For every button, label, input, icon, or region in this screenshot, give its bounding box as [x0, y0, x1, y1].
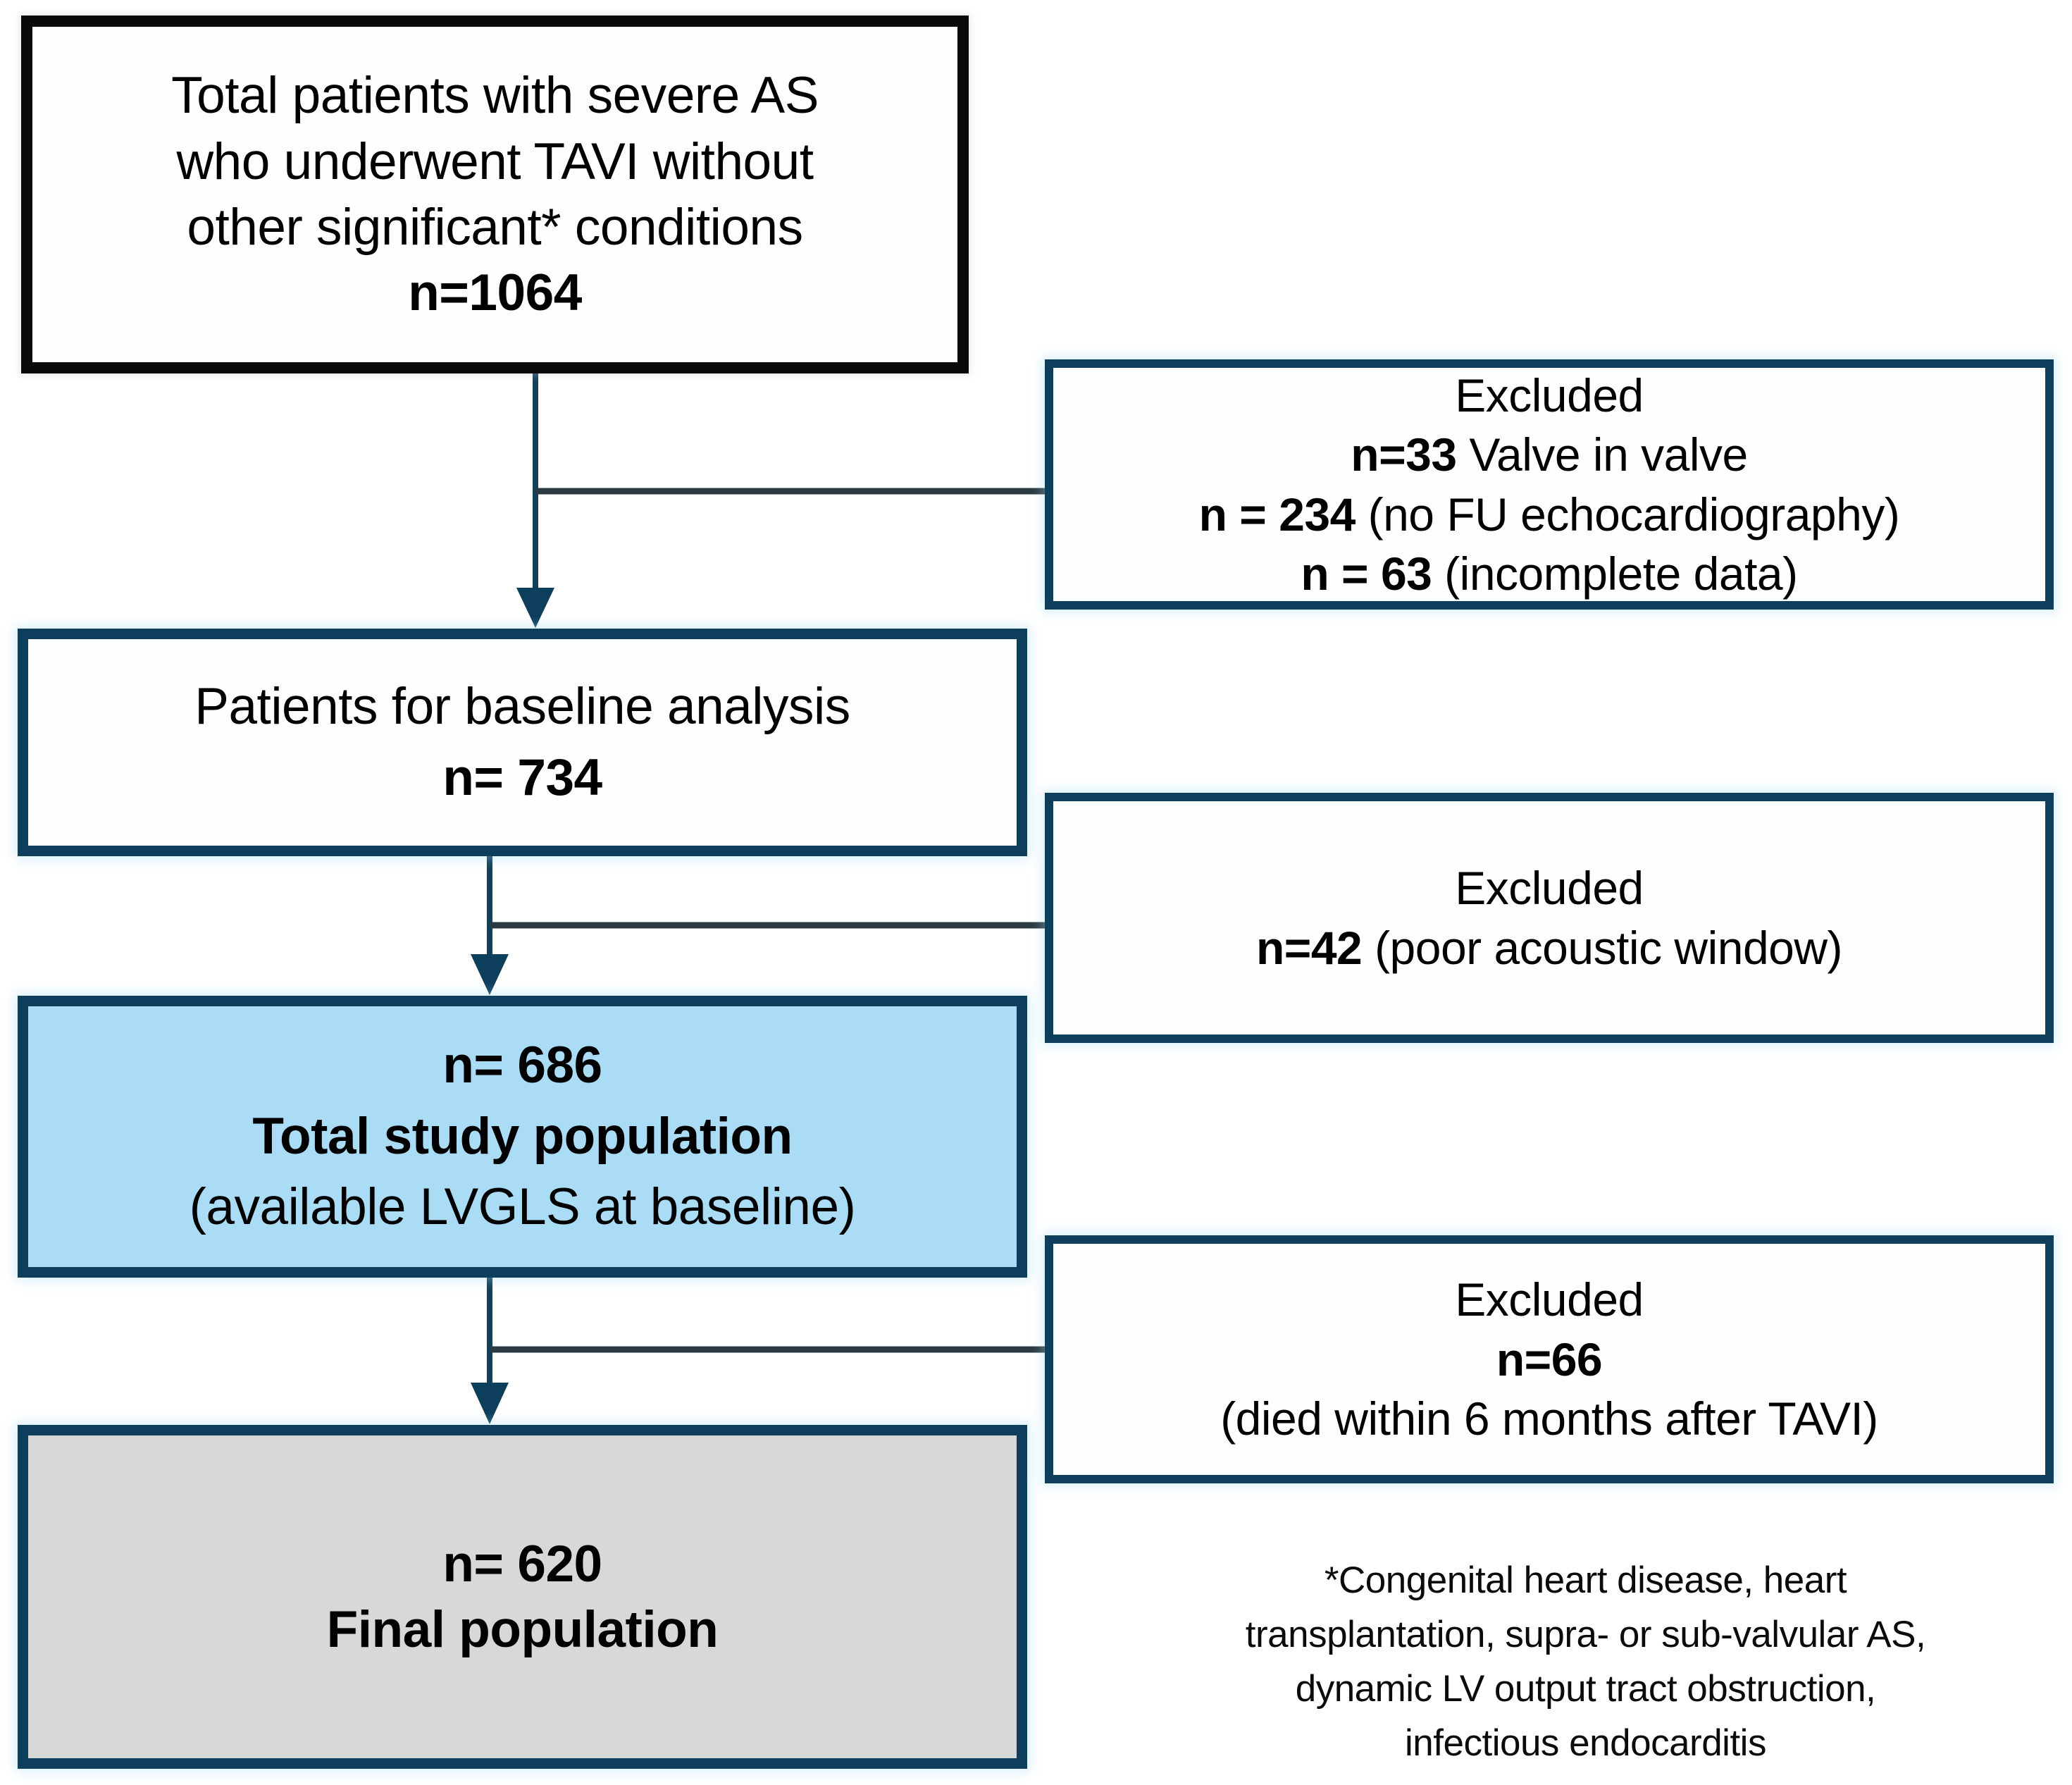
- excluded-2-item-1-count: n=42: [1255, 921, 1363, 974]
- footnote-line-4: infectious endocarditis: [1405, 1722, 1766, 1764]
- excluded-1-item-3: n = 63(incomplete data): [1301, 544, 1798, 603]
- box-total-count: n=1064: [408, 264, 582, 322]
- box-study-subtitle: (available LVGLS at baseline): [189, 1178, 856, 1236]
- excluded-1-item-3-reason: (incomplete data): [1444, 547, 1798, 600]
- excluded-1-item-2-count: n = 234: [1198, 488, 1356, 541]
- box-baseline-analysis: Patients for baseline analysis n= 734: [18, 629, 1027, 856]
- box-study-count: n= 686: [442, 1036, 602, 1094]
- box-total-line-3: other significant* conditions: [187, 199, 803, 256]
- box-final-count: n= 620: [442, 1535, 602, 1593]
- excluded-1-item-1-count: n=33: [1351, 428, 1457, 481]
- excluded-3-count: n=66: [1496, 1333, 1603, 1385]
- box-final-population: n= 620 Final population: [18, 1425, 1027, 1769]
- excluded-1-item-1-reason: Valve in valve: [1469, 428, 1748, 481]
- arrowhead-into-study: [471, 954, 509, 995]
- box-total-line-1: Total patients with severe AS: [171, 67, 819, 125]
- box-total-line-2: who underwent TAVI without: [176, 132, 814, 190]
- arrowhead-into-baseline: [516, 588, 554, 628]
- excluded-2-title: Excluded: [1455, 862, 1644, 915]
- box-study-population: n= 686 Total study population (available…: [18, 996, 1027, 1278]
- box-excluded-2: Excluded n=42(poor acoustic window): [1045, 793, 2054, 1043]
- box-total-patients: Total patients with severe AS who underw…: [21, 16, 969, 373]
- excluded-3-title: Excluded: [1455, 1273, 1644, 1326]
- excluded-1-title: Excluded: [1455, 369, 1644, 421]
- excluded-2-item-1-reason: (poor acoustic window): [1375, 921, 1843, 974]
- footnote-line-1: *Congenital heart disease, heart: [1324, 1559, 1847, 1601]
- box-excluded-3: Excluded n=66 (died within 6 months afte…: [1045, 1235, 2054, 1483]
- excluded-2-item-1: n=42(poor acoustic window): [1255, 918, 1843, 977]
- excluded-3-reason: (died within 6 months after TAVI): [1220, 1392, 1878, 1445]
- excluded-1-item-3-count: n = 63: [1301, 547, 1432, 600]
- footnote-line-2: transplantation, supra- or sub-valvular …: [1245, 1613, 1926, 1655]
- box-study-title: Total study population: [252, 1107, 793, 1165]
- footnote-line-3: dynamic LV output tract obstruction,: [1295, 1667, 1876, 1710]
- box-final-title: Final population: [326, 1601, 719, 1658]
- box-baseline-line-1: Patients for baseline analysis: [194, 677, 850, 735]
- footnote: *Congenital heart disease, heart transpl…: [1099, 1554, 2072, 1770]
- excluded-1-item-2: n = 234(no FU echocardiography): [1199, 485, 1900, 544]
- excluded-1-item-2-reason: (no FU echocardiography): [1367, 488, 1900, 541]
- arrowhead-into-final: [471, 1383, 509, 1424]
- box-baseline-count: n= 734: [442, 748, 602, 806]
